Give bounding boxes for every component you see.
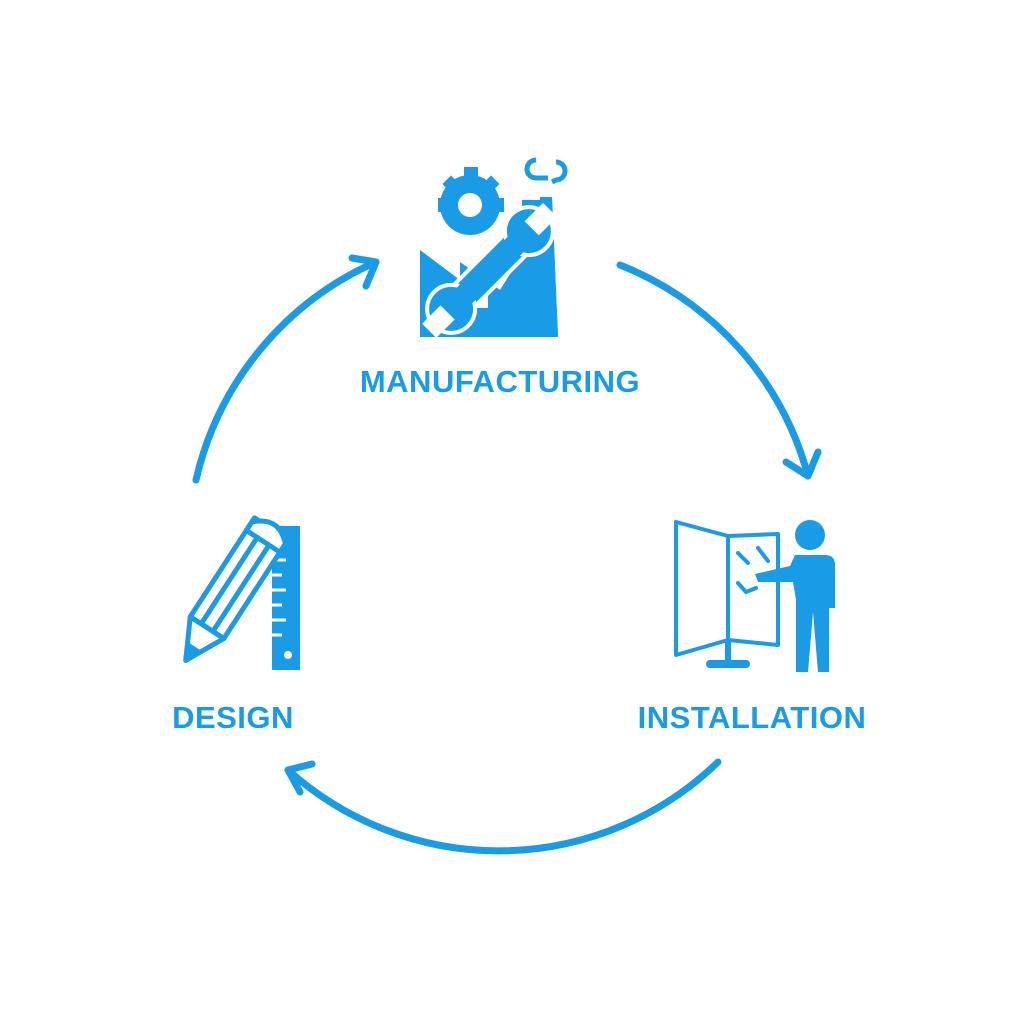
- stage-label-installation: INSTALLATION: [637, 700, 867, 735]
- pencil-ruler-icon: [183, 515, 300, 670]
- stage-label-design: DESIGN: [172, 700, 294, 735]
- stage-label-manufacturing: MANUFACTURING: [359, 364, 641, 399]
- arrow-installation-to-design: [284, 758, 722, 855]
- arrow-design-to-manufacturing: [192, 254, 380, 484]
- person-installing-panel-icon: [674, 520, 835, 672]
- factory-wrench-gear-icon: [420, 157, 568, 338]
- arrow-manufacturing-to-installation: [616, 261, 822, 480]
